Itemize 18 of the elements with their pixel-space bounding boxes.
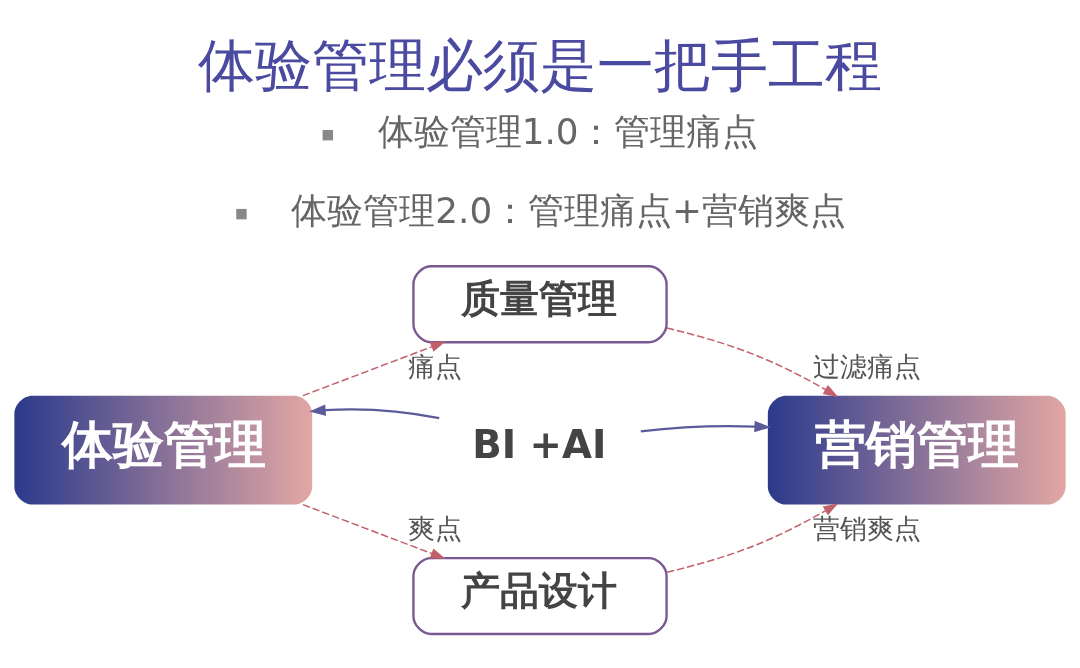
node-box: 营销管理: [767, 395, 1066, 505]
arrow: [302, 341, 446, 397]
arrow: [666, 327, 839, 397]
arrow: [309, 404, 440, 420]
node-box: 产品设计: [412, 556, 668, 636]
edge-label: 过滤痛点: [812, 350, 921, 382]
edge-label: 营销爽点: [812, 512, 921, 544]
edge-label: 痛点: [408, 350, 463, 382]
arrow: [666, 503, 839, 574]
node-box: 质量管理: [412, 265, 668, 344]
node-box: 体验管理: [14, 395, 313, 505]
diagram-title: 体验管理必须是一把手工程: [198, 32, 882, 99]
label: 体验管理1.0：管理痛点: [377, 111, 759, 153]
edge-label: 爽点: [408, 512, 463, 544]
arrow: [640, 420, 771, 433]
node-text: BI +AI: [472, 422, 607, 468]
arrow: [302, 503, 446, 559]
label: 体验管理2.0：管理痛点+营销爽点: [291, 190, 847, 232]
